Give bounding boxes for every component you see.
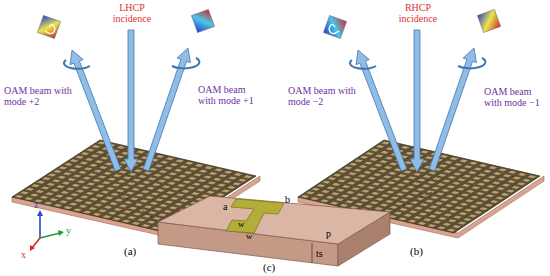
beam-arrow xyxy=(143,48,190,171)
oam-pattern-icon xyxy=(323,15,346,38)
incidence-label: RHCP incidence xyxy=(392,2,444,24)
axis-label: z xyxy=(34,199,38,210)
beam-arrow xyxy=(410,30,424,172)
unit-cell xyxy=(158,196,390,266)
oam-pattern-icon xyxy=(37,15,60,38)
zoom-line xyxy=(118,192,158,222)
beam-label: OAM beam with mode +2 xyxy=(4,85,72,107)
beam-label: OAM beam with mode −1 xyxy=(484,86,546,108)
panel-label: (a) xyxy=(124,246,136,257)
dimension-label: ts xyxy=(316,248,323,259)
rotation-curl xyxy=(64,58,485,69)
oam-pattern-icon xyxy=(477,9,500,32)
panel-label: (c) xyxy=(263,262,275,273)
axis-label: y xyxy=(66,225,71,236)
dimension-label: w xyxy=(246,231,253,242)
incidence-label: LHCP incidence xyxy=(106,2,158,24)
zoom-line xyxy=(390,192,432,212)
beam-arrow xyxy=(124,30,138,172)
oam-pattern-icon xyxy=(191,9,214,32)
coordinate-axes xyxy=(30,210,64,251)
axis-label: x xyxy=(21,249,26,260)
dimension-label: b xyxy=(285,194,290,205)
beam-arrows xyxy=(70,30,476,172)
beam-label: OAM beam with mode −2 xyxy=(288,85,356,107)
panel-label: (b) xyxy=(410,246,423,257)
beam-label: OAM beam with mode +1 xyxy=(198,84,258,106)
dimension-label: a xyxy=(223,201,227,212)
beam-arrow xyxy=(429,48,476,171)
dimension-label: p xyxy=(326,228,331,239)
dimension-label: w xyxy=(238,219,245,230)
